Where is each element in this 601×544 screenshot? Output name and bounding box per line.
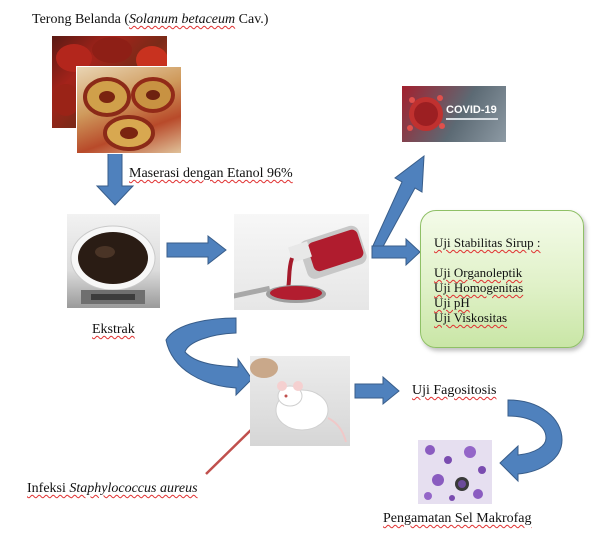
infection-latin-name: Staphylococcus aureus bbox=[69, 481, 198, 496]
arrow-curved-extract-to-mouse bbox=[165, 317, 253, 397]
macrophage-micrograph bbox=[418, 440, 492, 504]
tamarillo-latin-name: Solanum betaceum bbox=[128, 12, 236, 27]
stability-test-organoleptic: Uji Organoleptik bbox=[434, 265, 523, 280]
stability-test-box: Uji Stabilitas Sirup : Uji Organoleptik … bbox=[420, 210, 584, 348]
infection-label: Infeksi Staphylococcus aureus bbox=[27, 481, 198, 498]
maceration-label: Maserasi dengan Etanol 96% bbox=[129, 166, 293, 183]
arrow-syrup-to-covid bbox=[371, 154, 425, 253]
covid-label: COVID-19 bbox=[446, 104, 497, 116]
tamarillo-halves-icon bbox=[83, 77, 175, 151]
tamarillo-label-prefix: Terong Belanda ( bbox=[32, 12, 129, 27]
arrow-extract-to-syrup bbox=[166, 234, 227, 266]
macrophage-text: Pengamatan Sel Makrofag bbox=[383, 511, 532, 526]
extract-bowl-photo bbox=[67, 214, 160, 308]
extract-label: Ekstrak bbox=[92, 322, 135, 339]
phagocytosis-text: Uji Fagositosis bbox=[412, 383, 497, 398]
mouse-icon bbox=[250, 358, 347, 443]
stability-test-viscosity: Uji Viskositas bbox=[434, 310, 508, 325]
arrow-down-maceration bbox=[95, 152, 135, 206]
maceration-text: Maserasi dengan Etanol 96% bbox=[129, 166, 293, 181]
stability-test-ph: Uji pH bbox=[434, 295, 470, 310]
infection-prefix: Infeksi bbox=[27, 481, 70, 496]
syrup-photo bbox=[234, 214, 369, 310]
phagocytosis-label: Uji Fagositosis bbox=[412, 383, 496, 400]
arrow-infection-to-mouse bbox=[205, 425, 256, 475]
syrup-bottle-spoon-icon bbox=[234, 225, 367, 303]
virus-icon: COVID-19 bbox=[407, 95, 498, 131]
extract-text: Ekstrak bbox=[92, 322, 135, 337]
macrophage-label: Pengamatan Sel Makrofag bbox=[383, 511, 532, 528]
arrow-syrup-to-stability bbox=[371, 237, 421, 267]
mouse-photo bbox=[250, 356, 350, 446]
extract-bowl-icon bbox=[70, 225, 156, 304]
stability-test-list: Uji Organoleptik Uji Homogenitas Uji pH … bbox=[434, 265, 523, 325]
arrow-curved-phagocytosis-to-macrophage bbox=[499, 399, 563, 483]
macrophage-cells-icon bbox=[424, 445, 486, 501]
tamarillo-label-suffix: Cav.) bbox=[235, 12, 269, 27]
tamarillo-cut-photo bbox=[76, 66, 182, 154]
tamarillo-label: Terong Belanda (Solanum betaceum Cav.) bbox=[32, 12, 268, 29]
stability-test-homogeneity: Uji Homogenitas bbox=[434, 280, 524, 295]
stability-title: Uji Stabilitas Sirup : bbox=[434, 235, 541, 250]
covid-image: COVID-19 bbox=[402, 86, 506, 142]
arrow-mouse-to-phagocytosis bbox=[354, 375, 400, 406]
